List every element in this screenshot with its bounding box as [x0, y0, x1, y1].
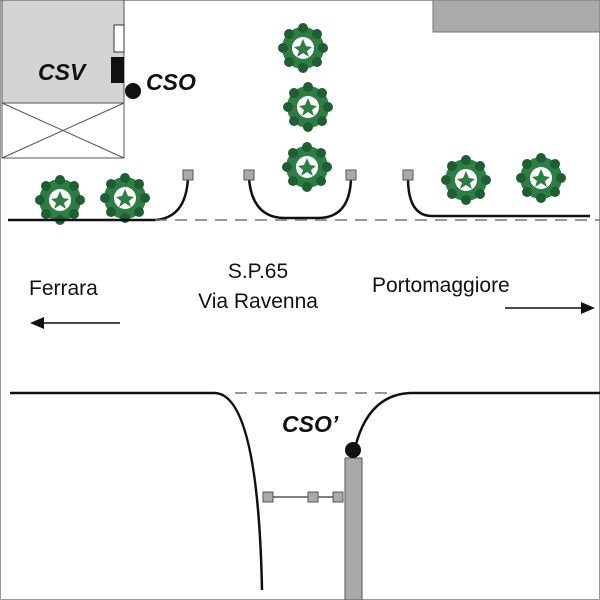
cso-label: CSO: [146, 69, 196, 95]
south-road-edge: [10, 391, 600, 591]
tree-icon: [282, 142, 332, 192]
portomaggiore-label: Portomaggiore: [372, 274, 510, 297]
tree-icon: [441, 155, 491, 205]
arrow-left-icon: [30, 317, 120, 329]
gate: [262, 491, 344, 503]
ferrara-label: Ferrara: [29, 277, 98, 300]
cso-prime-point: [345, 442, 361, 458]
crossed-area: [1, 102, 125, 159]
tree-icon: [100, 173, 150, 223]
road-number: S.P.65: [228, 260, 288, 283]
tree-icon: [278, 23, 328, 73]
pole-strip: [344, 457, 363, 600]
arrow-right-icon: [505, 302, 595, 314]
cso-point: [125, 83, 141, 99]
top-right-building: [432, 0, 600, 33]
door-marker: [113, 24, 125, 53]
tree-icon: [283, 82, 333, 132]
bollards: [182, 169, 414, 181]
csv-label: CSV: [38, 59, 87, 85]
tree-icon: [516, 153, 566, 203]
cso-prime-label: CSO’: [282, 411, 339, 437]
building: [1, 0, 125, 104]
road-name: Via Ravenna: [198, 290, 318, 313]
tree-icon: [35, 175, 85, 225]
csv-marker: [111, 57, 124, 83]
